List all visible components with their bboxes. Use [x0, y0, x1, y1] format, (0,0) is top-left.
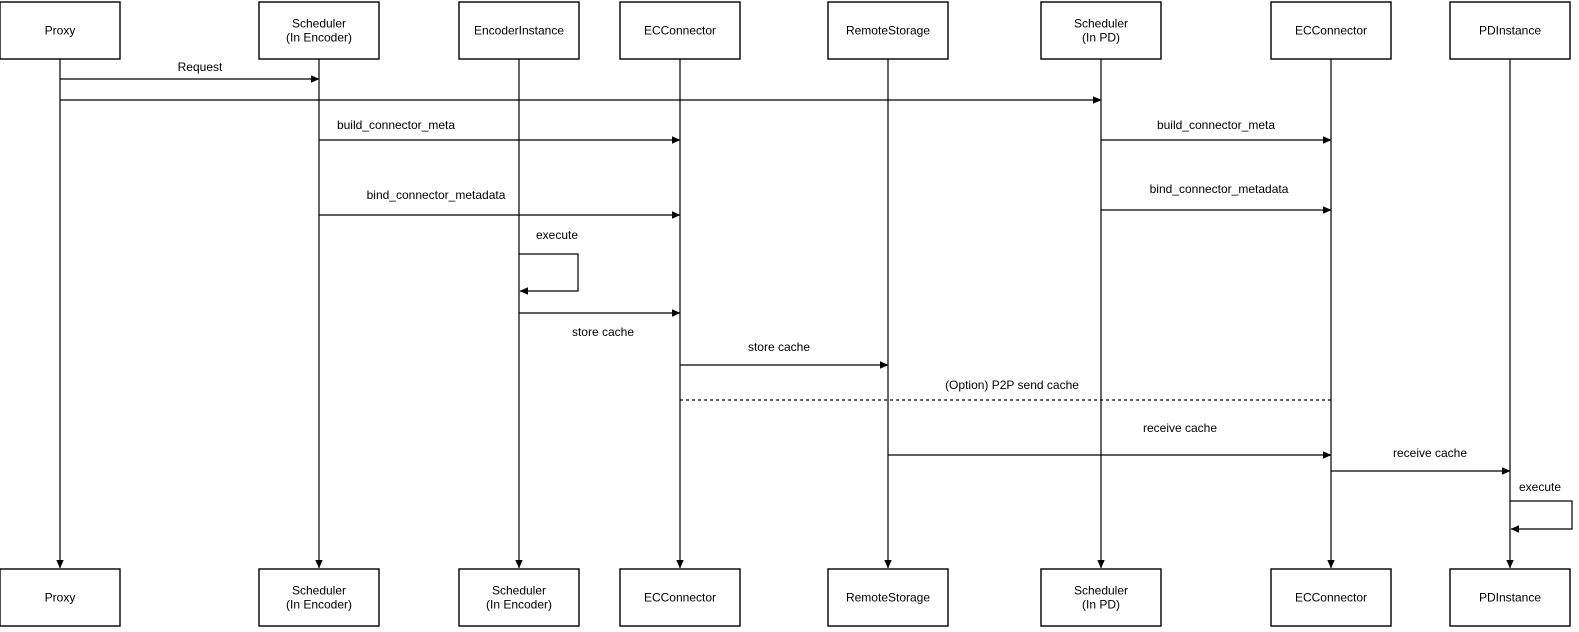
- participant-bottom-box-scheduler-in-encoder: [258, 568, 380, 627]
- participant-top-label-pd-instance: PDInstance: [1479, 24, 1541, 38]
- participant-bottom-label-pd-instance: PDInstance: [1479, 591, 1541, 605]
- participant-top-box-scheduler-in-pd: [1040, 1, 1162, 60]
- message-label-option-p2p-send-cache-9: (Option) P2P send cache: [945, 378, 1079, 392]
- participant-top-label-ecconnector-pd: ECConnector: [1295, 24, 1367, 38]
- participant-top-box-ecconnector-pd: [1270, 1, 1392, 60]
- participant-bottom-box-encoder-instance: [458, 568, 580, 627]
- participant-bottom-box-pd-instance: [1449, 568, 1571, 627]
- participant-bottom-label-ecconnector-pd: ECConnector: [1295, 591, 1367, 605]
- participant-top-box-remote-storage: [827, 1, 949, 60]
- participant-top-box-proxy: [0, 1, 121, 60]
- participant-bottom-box-ecconnector-pd: [1270, 568, 1392, 627]
- messages-layer: Request build_connector_meta build_connect…: [60, 60, 1573, 533]
- message-label-store-cache-8: store cache: [748, 340, 810, 354]
- message-label-store-cache-7: store cache: [572, 325, 634, 339]
- message-label-execute-6: execute: [536, 228, 578, 242]
- message-label-receive-cache-10: receive cache: [1143, 421, 1217, 435]
- participant-top-label-scheduler-in-encoder: Scheduler(In Encoder): [286, 17, 352, 45]
- participant-bottom-label-ecconnector-encoder: ECConnector: [644, 591, 716, 605]
- participant-bottom-box-proxy: [0, 568, 121, 627]
- participant-top-box-ecconnector-encoder: [619, 1, 741, 60]
- participant-bottom-box-scheduler-in-pd: [1040, 568, 1162, 627]
- participant-top-box-encoder-instance: [458, 1, 580, 60]
- participant-top-label-scheduler-in-pd: Scheduler(In PD): [1074, 17, 1128, 45]
- participant-top-label-proxy: Proxy: [45, 24, 76, 38]
- message-self-loop-execute-6: [519, 253, 579, 295]
- participant-bottom-label-proxy: Proxy: [45, 591, 76, 605]
- participant-top-label-remote-storage: RemoteStorage: [846, 24, 930, 38]
- participant-bottom-box-remote-storage: [827, 568, 949, 627]
- message-label-bind-connector-metadata-5: bind_connector_metadata: [1150, 182, 1289, 196]
- participant-bottom-label-scheduler-in-encoder: Scheduler(In Encoder): [286, 584, 352, 612]
- lifelines-layer: [56, 59, 1514, 569]
- participant-top-box-scheduler-in-encoder: [258, 1, 380, 60]
- message-label-execute-12: execute: [1519, 480, 1561, 494]
- message-self-loop-execute-12: [1510, 500, 1573, 533]
- participant-bottom-box-ecconnector-encoder: [619, 568, 741, 627]
- participant-top-box-pd-instance: [1449, 1, 1571, 60]
- message-label-build-connector-meta-2: build_connector_meta: [337, 118, 455, 132]
- participant-bottom-label-remote-storage: RemoteStorage: [846, 591, 930, 605]
- message-label-build-connector-meta-3: build_connector_meta: [1157, 118, 1275, 132]
- message-label-receive-cache-11: receive cache: [1393, 446, 1467, 460]
- participant-top-label-ecconnector-encoder: ECConnector: [644, 24, 716, 38]
- message-label-request-0: Request: [178, 60, 223, 74]
- participant-bottom-label-scheduler-in-pd: Scheduler(In PD): [1074, 584, 1128, 612]
- participant-top-label-encoder-instance: EncoderInstance: [474, 24, 564, 38]
- message-label-bind-connector-metadata-4: bind_connector_metadata: [367, 188, 506, 202]
- participant-bottom-label-encoder-instance: Scheduler(In Encoder): [486, 584, 552, 612]
